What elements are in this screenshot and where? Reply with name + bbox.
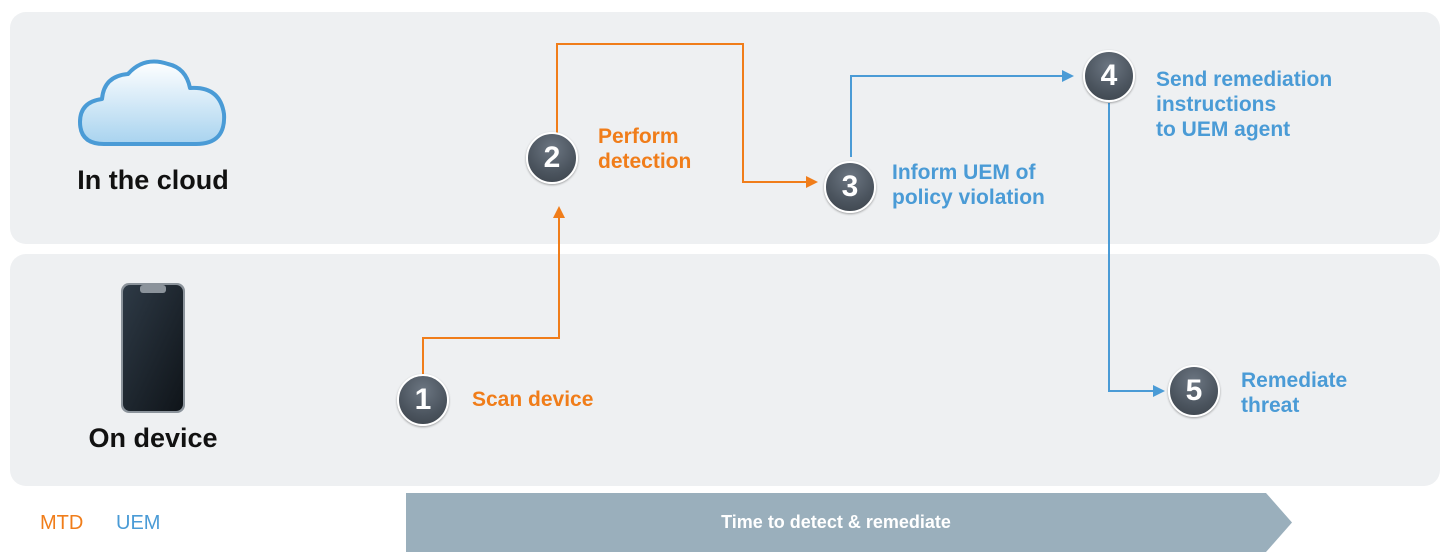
flow-3-to-4 — [850, 75, 1064, 157]
flow-1-to-2 — [422, 218, 560, 378]
step-4-badge: 4 — [1083, 50, 1135, 102]
cloud-icon — [78, 59, 227, 146]
step-3-label: Inform UEM of policy violation — [892, 161, 1045, 209]
step-2-label: Perform detection — [598, 125, 692, 173]
arrow-head-to-2 — [553, 206, 565, 218]
cloud-lane — [10, 12, 1440, 244]
smartphone-icon — [121, 283, 185, 413]
legend-mtd: MTD — [40, 512, 84, 534]
flow-4-to-5 — [1108, 103, 1155, 392]
flow-2-to-3 — [556, 43, 808, 183]
step-5-label: Remediate threat — [1241, 369, 1348, 417]
step-2-badge: 2 — [526, 132, 578, 184]
device-lane-label: On device — [88, 423, 218, 453]
step-1-label: Scan device — [472, 388, 594, 411]
step-3-badge: 3 — [824, 161, 876, 213]
arrow-head-to-3 — [806, 176, 818, 188]
step-1-badge: 1 — [397, 374, 449, 426]
step-5-badge: 5 — [1168, 365, 1220, 417]
step-4-label: Send remediation instructions to UEM age… — [1156, 68, 1333, 141]
arrow-head-to-4 — [1062, 70, 1074, 82]
arrow-head-to-5 — [1153, 385, 1165, 397]
timeline-arrow — [406, 493, 1292, 552]
cloud-lane-label: In the cloud — [77, 165, 229, 195]
legend-uem: UEM — [116, 512, 161, 534]
timeline-label: Time to detect & remediate — [721, 512, 951, 532]
